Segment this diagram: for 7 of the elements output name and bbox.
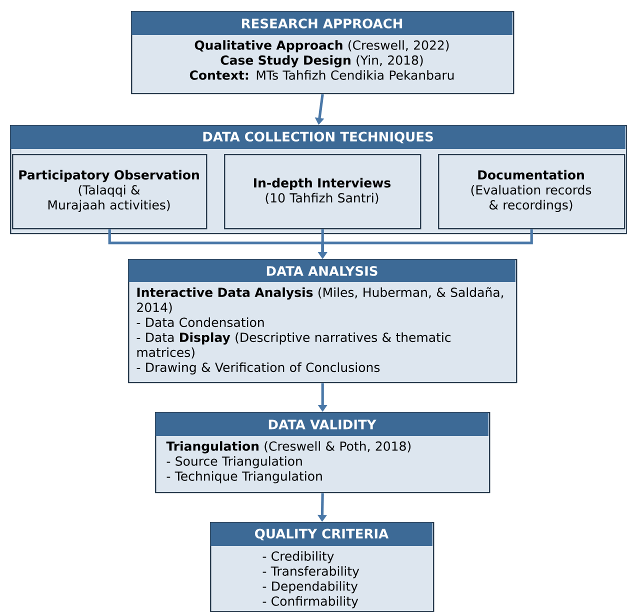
- process-box: RESEARCH APPROACH Qualitative Approach (Creswell, 2022) Case Study Design (Yin, 2018) Context: MTs Tahfizh Cendikia Pekanbaru: [131, 11, 514, 94]
- process-box: Participatory Observation (Talaqqi & Murajaah activities): [12, 154, 208, 230]
- process-box: DATA VALIDITY Triangulation (Creswell & Poth, 2018) - Source Triangulation - Technique Triangulation: [155, 412, 490, 494]
- process-box: Documentation (Evaluation records & recordings): [438, 154, 626, 230]
- process-box: QUALITY CRITERIA - Credibility - Transferability - Dependability - Confirmability: [210, 522, 434, 612]
- process-box: DATA ANALYSIS Interactive Data Analysis (Miles, Huberman, & Saldaña, 2014) - Data Condensation - Data Display (Descriptive narratives & thematic matrices) - Drawing & Verification of Conclusions: [128, 258, 518, 384]
- process-box: In-depth Interviews (10 Tahfizh Santri): [224, 154, 422, 230]
